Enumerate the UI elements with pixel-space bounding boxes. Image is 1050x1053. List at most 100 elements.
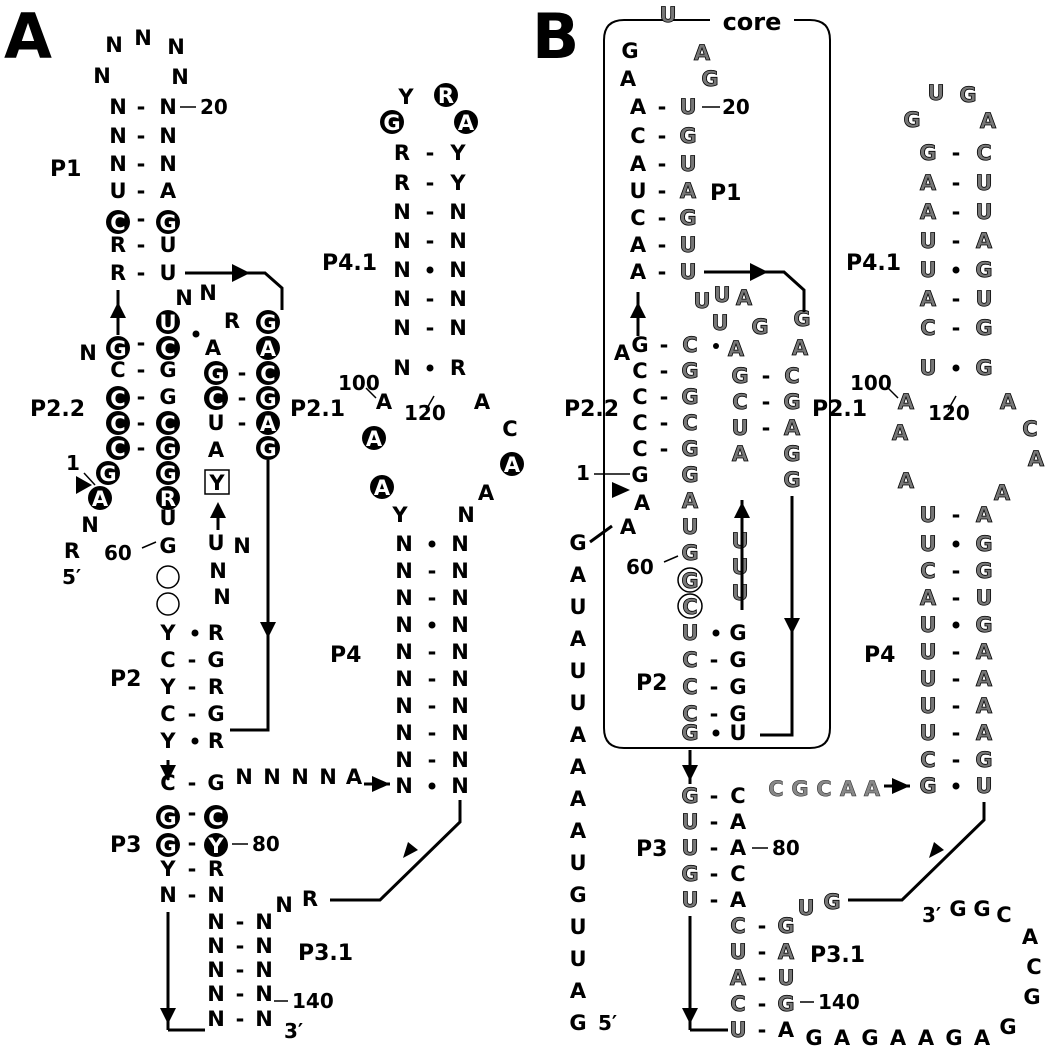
svg-text:A: A [898,390,915,414]
svg-text:N: N [207,910,225,934]
svg-text:N: N [449,200,467,224]
svg-text:Y: Y [391,503,408,527]
svg-text:N: N [207,982,225,1006]
svg-text:A: A [1028,447,1045,471]
svg-text:N: N [449,287,467,311]
svg-text:-: - [710,862,719,886]
svg-text:G: G [973,897,990,921]
svg-text:N: N [395,774,413,798]
pos-1-b: 1 [576,461,590,485]
svg-text:A: A [920,200,937,224]
svg-text:-: - [426,200,435,224]
tick-lines-a [83,106,435,1002]
svg-text:C: C [630,124,645,148]
svg-text:-: - [137,261,146,285]
svg-text:-: - [660,411,669,435]
svg-text:A: A [570,979,587,1003]
svg-text:U: U [681,836,698,860]
svg-text:N: N [395,721,413,745]
svg-text:G: G [569,883,586,907]
svg-text:U: U [729,1018,746,1042]
svg-text:N: N [451,532,469,556]
svg-text:U: U [681,810,698,834]
svg-text:A: A [976,721,993,745]
svg-text:A: A [694,41,711,65]
svg-text:C: C [630,206,645,230]
svg-text:A: A [920,586,937,610]
core-label: core [723,8,782,36]
svg-text:A: A [620,67,637,91]
svg-text:-: - [188,883,197,907]
tick-lines-b [594,106,957,1003]
svg-text:A: A [730,810,747,834]
core-box [603,19,831,749]
svg-text:-: - [137,124,146,148]
svg-text:A: A [630,233,647,257]
svg-text:U: U [731,581,748,605]
pos-100-b: 100 [850,371,892,395]
svg-text:C: C [1022,417,1037,441]
svg-text:C: C [160,648,175,672]
svg-text:-: - [710,784,719,808]
svg-text:U: U [975,586,992,610]
svg-text:C: C [632,411,647,435]
svg-text:N: N [109,152,127,176]
svg-text:R: R [208,675,224,699]
svg-text:G: G [783,468,800,492]
svg-text:G: G [975,356,992,380]
svg-text:C: C [208,387,223,411]
svg-text:U: U [207,411,224,435]
svg-text:-: - [188,675,197,699]
svg-text:-: - [952,503,961,527]
svg-text:-: - [658,179,667,203]
helix-p22-a: P2.2 [30,397,85,422]
svg-text:-: - [710,888,719,912]
svg-text:U: U [569,691,586,715]
svg-text:U: U [713,283,730,307]
svg-text:N: N [451,640,469,664]
svg-text:-: - [952,316,961,340]
svg-text:A: A [730,966,747,990]
svg-text:U: U [919,258,936,282]
svg-text:G: G [777,914,794,938]
svg-text:C: C [160,771,175,795]
svg-text:U: U [731,416,748,440]
svg-text:U: U [919,721,936,745]
helix-p2-a: P2 [110,667,141,692]
svg-text:-: - [952,171,961,195]
svg-text:G: G [681,862,698,886]
svg-text:G: G [99,462,116,486]
svg-text:C: C [920,559,935,583]
svg-text:A: A [680,179,697,203]
svg-text:-: - [238,411,247,435]
svg-text:A: A [160,179,177,203]
svg-text:A: A [898,469,915,493]
svg-text:N: N [255,934,273,958]
svg-text:C: C [730,992,745,1016]
start-arrow-b [612,482,630,498]
svg-text:-: - [658,233,667,257]
svg-text:C: C [682,595,697,619]
svg-text:G: G [861,1026,878,1048]
svg-text:-: - [236,934,245,958]
svg-text:G: G [679,206,696,230]
svg-text:C: C [632,385,647,409]
svg-text:G: G [919,774,936,798]
svg-text:-: - [952,229,961,253]
svg-text:-: - [188,801,197,825]
end-5-b: 5′ [598,1011,617,1035]
svg-text:U: U [919,613,936,637]
svg-text:G: G [975,316,992,340]
svg-text:N: N [395,640,413,664]
svg-text:U: U [729,940,746,964]
svg-text:R: R [208,729,224,753]
svg-text:G: G [159,211,176,235]
svg-text:-: - [137,331,146,355]
svg-text:-: - [758,940,767,964]
svg-text:N: N [393,316,411,340]
svg-text:C: C [632,359,647,383]
svg-text:A: A [630,260,647,284]
svg-text:-: - [188,831,197,855]
svg-text:-: - [426,229,435,253]
svg-text:N: N [393,356,411,380]
